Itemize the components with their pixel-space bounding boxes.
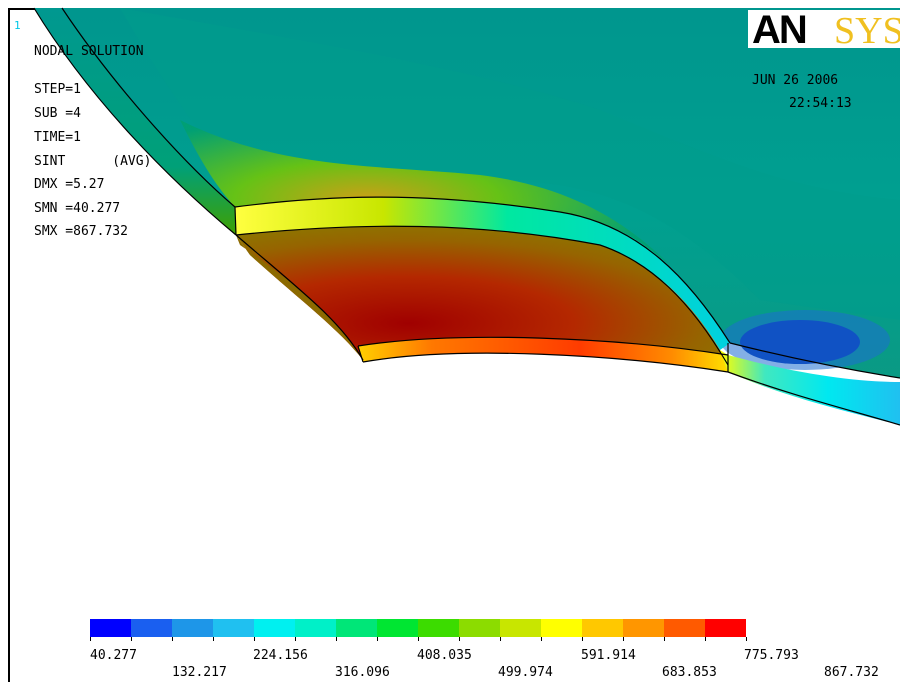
ansys-logo: AN SYS [748,10,900,48]
legend-tick [705,637,706,641]
legend-label: 683.853 [662,665,717,680]
logo-color-text: SYS [834,10,900,48]
legend-label: 224.156 [253,648,308,663]
legend-swatch [541,619,582,637]
legend-label: 591.914 [581,648,636,663]
smx-value: SMX =867.732 [34,224,128,239]
time-value: TIME=1 [34,130,81,145]
legend-swatch [623,619,664,637]
legend-tick [418,637,419,641]
legend-tick [377,637,378,641]
result-type: SINT (AVG) [34,154,152,169]
legend-label: 499.974 [498,665,553,680]
legend-tick [746,637,747,641]
cutout-upper-band [235,197,730,350]
legend-swatch [705,619,746,637]
legend-tick [90,637,91,641]
smn-value: SMN =40.277 [34,201,121,216]
legend-tick [582,637,583,641]
plate-edge-face [34,8,236,235]
solution-title: NODAL SOLUTION [34,44,144,59]
legend-swatch [377,619,418,637]
legend-tick [541,637,542,641]
legend-label: 132.217 [172,665,227,680]
legend-swatch [582,619,623,637]
legend-tick [500,637,501,641]
legend-swatch [336,619,377,637]
legend-swatch [254,619,295,637]
cutout-inner-surface [236,226,728,365]
legend-tick [131,637,132,641]
contour-band [720,310,890,370]
legend-label: 316.096 [335,665,390,680]
cutout-front-face [358,337,728,372]
color-legend-bar [90,619,746,637]
model-outlines [33,7,900,426]
date-stamp: JUN 26 2006 [752,73,839,88]
legend-tick [459,637,460,641]
dmx-value: DMX =5.27 [34,177,105,192]
legend-tick [213,637,214,641]
legend-swatch [131,619,172,637]
legend-tick [254,637,255,641]
legend-tick [336,637,337,641]
legend-swatch [418,619,459,637]
time-stamp: 22:54:13 [789,96,852,111]
legend-label: 40.277 [90,648,137,663]
legend-tick [295,637,296,641]
legend-swatch [459,619,500,637]
window-number: 1 [14,19,21,32]
logo-bold-text: AN [752,10,808,48]
legend-swatch [500,619,541,637]
legend-swatch [213,619,254,637]
legend-label: 867.732 [824,665,879,680]
legend-swatch [172,619,213,637]
cutout-flank [236,235,363,360]
contour-band [120,8,900,320]
legend-tick [664,637,665,641]
legend-swatch [90,619,131,637]
legend-swatch [295,619,336,637]
legend-tick [172,637,173,641]
plate-lower-edge [720,350,900,425]
legend-label: 408.035 [417,648,472,663]
step-value: STEP=1 [34,82,81,97]
substep-value: SUB =4 [34,106,81,121]
legend-swatch [664,619,705,637]
legend-tick [623,637,624,641]
contour-band [180,120,670,265]
legend-label: 775.793 [744,648,799,663]
